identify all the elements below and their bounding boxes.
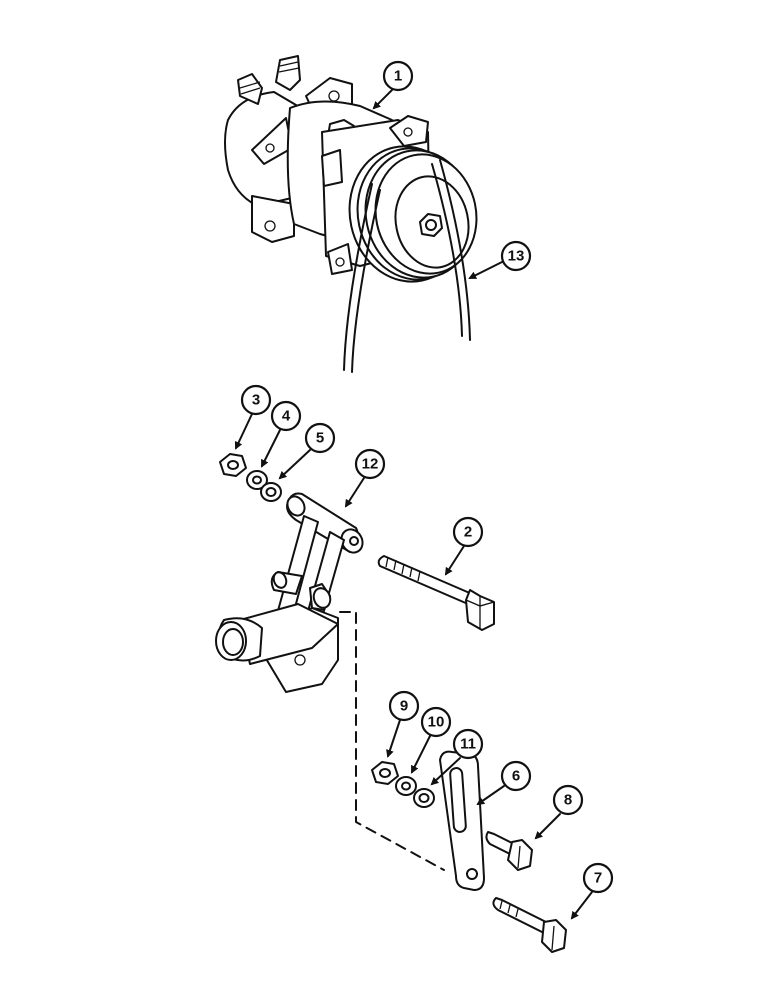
flat-washer-part-11: [413, 788, 435, 808]
callout-6: 6: [476, 760, 532, 806]
callout-3: 3: [234, 384, 272, 450]
bolt-part-8: [485, 831, 533, 871]
callout-label: 8: [564, 792, 572, 809]
callout-13: 13: [468, 240, 532, 279]
drive-belt-part-13: [343, 159, 471, 373]
callout-2: 2: [444, 516, 484, 576]
nut-part-3: [219, 453, 247, 477]
callout-5: 5: [278, 422, 336, 480]
callout-label: 3: [252, 392, 260, 409]
callout-label: 10: [428, 714, 445, 731]
callout-label: 6: [512, 768, 520, 785]
callout-label: 2: [464, 524, 472, 541]
compressor-part-1: [224, 55, 478, 283]
callout-9: 9: [386, 690, 420, 758]
callout-label: 7: [594, 870, 602, 887]
callout-8: 8: [534, 784, 584, 840]
mounting-bracket-part-12: [215, 492, 364, 693]
callout-label: 12: [362, 456, 379, 473]
callout-11: 11: [430, 728, 484, 786]
callout-12: 12: [344, 448, 386, 508]
callout-7: 7: [570, 862, 614, 920]
bolt-part-7: [492, 897, 567, 953]
callout-label: 4: [282, 408, 291, 425]
callout-label: 1: [394, 68, 402, 85]
callout-label: 9: [400, 698, 408, 715]
callout-10: 10: [411, 706, 452, 774]
flat-washer-part-5: [260, 482, 282, 502]
callout-1: 1: [372, 60, 414, 110]
callout-label: 11: [460, 736, 476, 753]
nut-part-9: [371, 761, 399, 785]
adjusting-strap-part-6: [439, 750, 485, 891]
callout-label: 5: [316, 430, 324, 447]
assembly-guide-line: [339, 611, 445, 871]
bolt-part-2: [377, 555, 495, 631]
lock-washer-part-4: [246, 470, 268, 490]
callout-4: 4: [261, 400, 302, 468]
callout-label: 13: [508, 248, 525, 265]
lock-washer-part-10: [395, 776, 417, 796]
